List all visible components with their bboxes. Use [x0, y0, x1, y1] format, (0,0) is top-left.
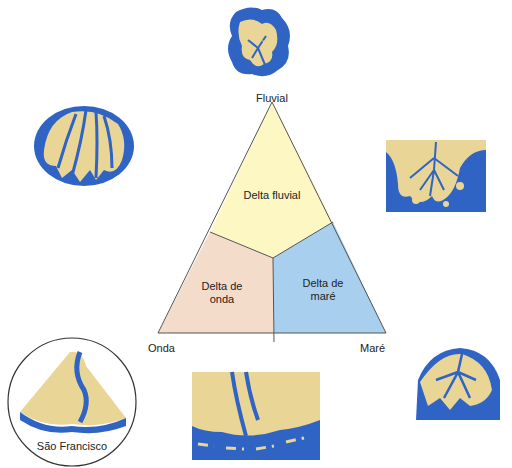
delta-region: Delta de onda	[190, 278, 254, 308]
divider	[210, 222, 333, 258]
region-label: Delta de maré	[294, 277, 352, 302]
delta-map	[20, 352, 126, 433]
corner-label: Fluvial	[256, 92, 288, 104]
triangle-outline	[158, 102, 386, 333]
delta-map	[228, 7, 290, 76]
wave-region	[158, 232, 274, 333]
delta-map	[192, 372, 320, 460]
delta-map	[416, 348, 500, 420]
delta-map	[34, 106, 134, 186]
corner-label: Onda	[148, 342, 175, 354]
corner-label: Maré	[360, 342, 385, 354]
delta-map	[386, 140, 486, 212]
delta-region: Delta fluvial	[241, 187, 304, 204]
tide-region	[273, 222, 386, 333]
region-label: Delta fluvial	[244, 189, 301, 202]
delta-circle: São Francisco	[7, 337, 137, 467]
divider	[273, 258, 274, 342]
region-label: São Francisco	[35, 440, 109, 453]
delta-region: Delta de maré	[291, 275, 355, 305]
region-label: Delta de onda	[193, 280, 251, 305]
